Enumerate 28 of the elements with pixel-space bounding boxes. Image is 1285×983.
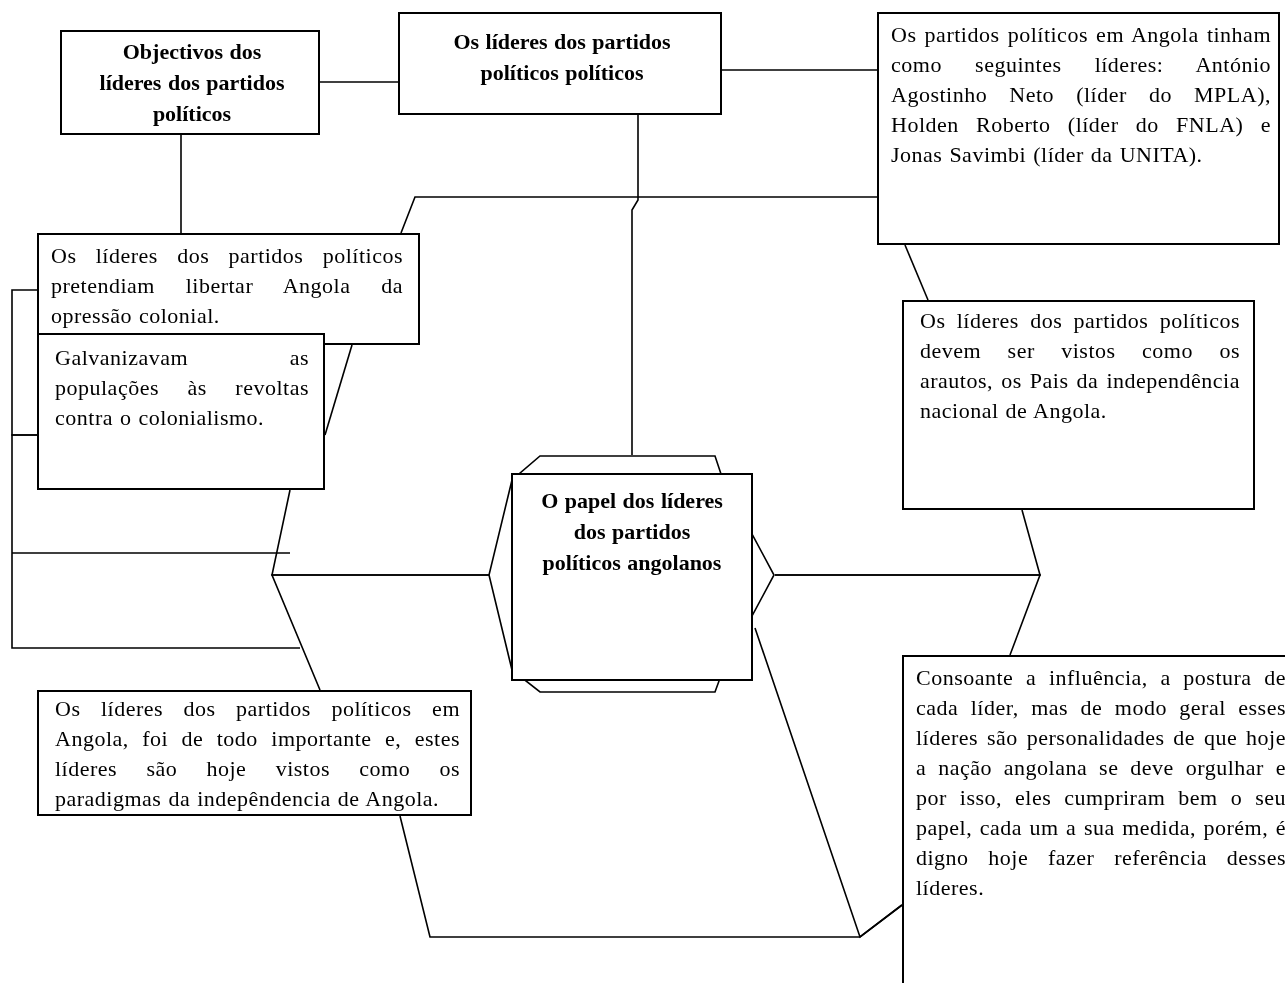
text-box — [902, 655, 1285, 983]
node-text: Galvanizavam as populações às revoltas contra o colonialismo. — [55, 344, 309, 432]
node-text: Os partidos políticos em Angola tinham como seguintes líderes: António Agostinho Neto (líder do MPLA), Holden Roberto (líder do FNLA) e Jonas Savimbi (líder da UNITA). — [891, 21, 1271, 169]
text-box — [37, 333, 325, 490]
title-box — [60, 30, 320, 135]
octagon-box — [488, 455, 775, 693]
connector-line — [400, 196, 878, 234]
node-text: Objectivos dos líderes dos partidos políticos — [98, 38, 286, 128]
connector-line — [399, 815, 903, 938]
title-box — [398, 12, 722, 115]
connector-line — [11, 289, 38, 436]
connector-line — [180, 134, 182, 234]
node-text: Os líderes dos partidos políticos pretendiam libertar Angola da opressão colonial. — [51, 242, 403, 330]
text-box — [37, 233, 420, 345]
text-box — [877, 12, 1280, 245]
connector-line — [904, 244, 929, 301]
node-text: O papel dos líderes dos partidos políticos angolanos — [540, 487, 724, 577]
connector-line — [631, 114, 639, 456]
connector-line — [774, 574, 1042, 656]
connector-line — [271, 489, 491, 576]
node-text: Os líderes dos partidos políticos políticos — [452, 28, 672, 87]
node-text: Consoante a influência, a postura de cada líder, mas de modo geral esses líderes são personalidades de que hoje a nação angolana se deve orgulhar e por isso, eles cumpriram bem o seu papel, cada um a sua medida, porém, é digno hoje fazer referência desses líderes. — [916, 664, 1285, 902]
connector-line — [11, 434, 301, 649]
connector-line — [721, 69, 878, 71]
node-text: Os líderes dos partidos políticos devem ser vistos como os arautos, os Pais da independência nacional de Angola. — [920, 307, 1240, 425]
connector-line — [319, 81, 399, 83]
text-box — [902, 300, 1255, 510]
node-text: Os líderes dos partidos políticos em Angola, foi de todo importante e, estes líderes são hoje vistos como os paradigmas da indepêndencia de Angola. — [55, 695, 460, 813]
